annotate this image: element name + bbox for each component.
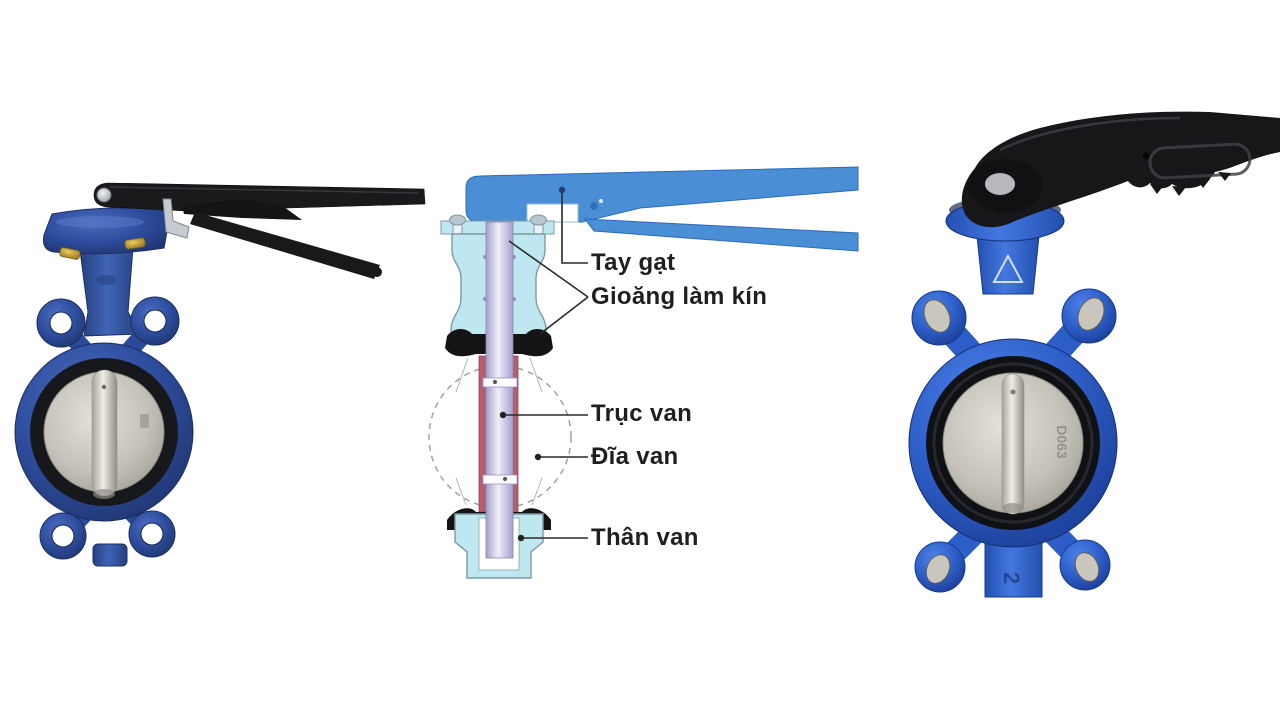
right-valve-disc-marking: D063	[1054, 425, 1070, 459]
right-valve-photo: 2	[908, 111, 1280, 598]
left-valve-stem-cap	[93, 489, 115, 499]
left-valve-handle-bolt	[96, 187, 112, 203]
diagram-leader-lines	[503, 190, 589, 539]
right-valve-handle-recess	[1148, 142, 1252, 180]
diagram-handle-pivot	[590, 202, 598, 210]
right-valve-lugs	[911, 288, 1117, 593]
diagram-hub-lines	[455, 357, 543, 506]
left-valve-disc-pin	[101, 384, 107, 390]
left-valve-handle-highlight	[109, 186, 419, 194]
left-valve-handle-linkage	[182, 199, 302, 220]
left-valve-disc-mark	[140, 414, 149, 428]
left-valve-flange	[43, 207, 169, 255]
right-valve-bottom-neck	[984, 537, 1043, 598]
diagram-trigger	[583, 218, 859, 252]
diagram-stem	[485, 221, 514, 559]
left-valve-neck-embossing	[96, 275, 116, 285]
right-valve-handle-teeth	[1150, 172, 1231, 196]
diagram-leader-dots	[499, 186, 566, 542]
label-handle: Tay gạt	[591, 249, 676, 276]
left-valve-photo	[14, 182, 426, 567]
label-stem: Trục van	[591, 400, 693, 427]
cross-section-diagram	[428, 166, 859, 579]
label-seal: Gioăng làm kín	[591, 283, 768, 310]
diagram-handle	[465, 166, 859, 223]
right-valve-seat-ring	[932, 362, 1094, 524]
left-valve-bottom-stub	[92, 543, 128, 567]
left-valve-trigger	[190, 212, 380, 279]
right-valve-neck-marking: 2	[999, 572, 1024, 584]
left-valve-handle	[93, 182, 426, 212]
right-valve-stem-bottom	[1002, 503, 1024, 513]
right-valve-disc-pin	[1010, 389, 1016, 395]
diagram-handle-pivot-glint	[599, 199, 603, 203]
left-valve-latch-hook	[162, 198, 190, 239]
right-valve-handle-sheen	[999, 116, 1181, 152]
right-valve-handle-hole	[1142, 152, 1150, 160]
label-body: Thân van	[591, 524, 699, 551]
right-valve-handle	[961, 111, 1280, 228]
right-valve-triangle-logo	[992, 253, 1024, 283]
right-valve-neck	[976, 235, 1040, 295]
left-valve-flange-highlight	[56, 216, 144, 228]
label-disc: Đĩa van	[591, 443, 679, 470]
right-valve-stem	[1001, 373, 1025, 515]
diagram-stem-collars	[482, 377, 518, 485]
right-valve-cap-glint	[985, 173, 1015, 195]
left-valve-trigger-tip	[372, 267, 382, 277]
left-valve-bolts	[59, 237, 146, 260]
